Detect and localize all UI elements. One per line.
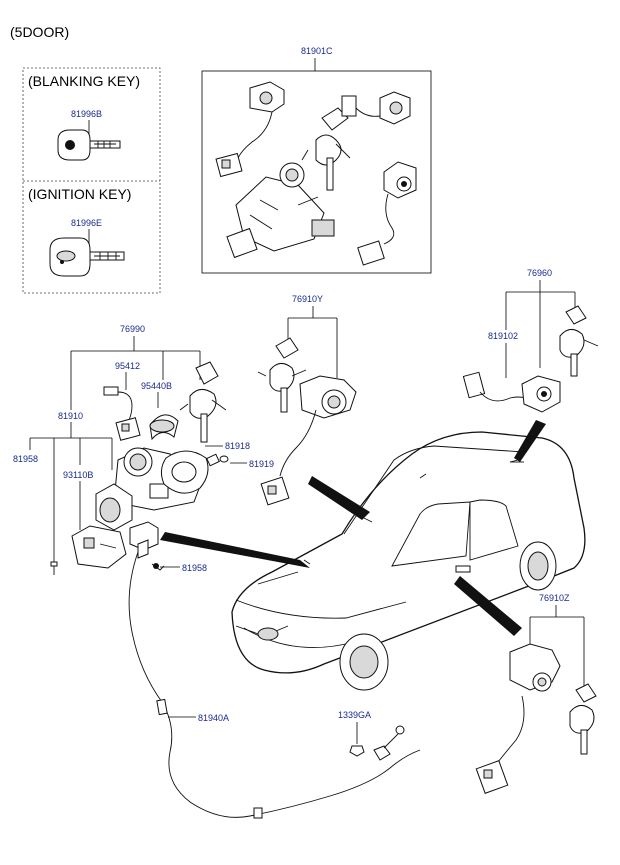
key-box-frame [22, 67, 161, 294]
cable-group: 81940A 1339GA [128, 551, 421, 819]
part-label-81958-b[interactable]: 81958 [182, 563, 207, 573]
part-label-81958-a[interactable]: 81958 [13, 454, 38, 464]
part-label-76990[interactable]: 76990 [120, 324, 145, 334]
ignition-switch-icon [71, 525, 127, 569]
ignition-keys-icon [179, 361, 227, 443]
nut-icon [349, 745, 365, 757]
lock-set-frame [201, 70, 432, 274]
ignition-key-label: (IGNITION KEY) [28, 186, 131, 202]
part-label-95440b[interactable]: 95440B [141, 381, 172, 391]
door-lock-right-icon [357, 161, 417, 266]
callout-pointer-tailgate [514, 420, 546, 462]
clamp-ring-icon [149, 414, 179, 441]
blanking-key-icon [57, 129, 121, 161]
front-door-cylinder-icon [260, 375, 357, 506]
part-label-819102[interactable]: 819102 [488, 331, 518, 341]
tailgate-key-icon [559, 305, 599, 377]
callout-pointer-front-door [308, 476, 370, 520]
rear-door-key-icon [569, 683, 597, 755]
callout-pointer-rear-door [454, 576, 522, 636]
part-label-81996b[interactable]: 81996B [71, 109, 102, 119]
diagram-title: (5DOOR) [10, 24, 69, 40]
key-sensor-bracket-icon [129, 521, 165, 571]
tailgate-cylinder-icon [462, 371, 561, 413]
part-label-81901c[interactable]: 81901C [301, 46, 333, 56]
part-label-81919[interactable]: 81919 [249, 459, 274, 469]
front-door-lock-group: 76910Y [257, 294, 370, 520]
illumination-ring-icon [160, 450, 209, 494]
tailgate-lock-icon [341, 91, 411, 125]
ignition-cylinder-icon [226, 162, 335, 259]
part-label-81918[interactable]: 81918 [225, 441, 250, 451]
callout-pointer-ignition [160, 532, 310, 568]
part-label-95412[interactable]: 95412 [115, 361, 140, 371]
lock-set-group: 81901C [201, 46, 432, 274]
part-label-1339ga[interactable]: 1339GA [338, 710, 371, 720]
part-label-76910y[interactable]: 76910Y [292, 294, 323, 304]
blanking-key-label: (BLANKING KEY) [28, 73, 140, 89]
key-pair-icon [301, 107, 351, 191]
car-body-icon [231, 431, 586, 691]
ignition-key-icon [49, 237, 125, 277]
screw-icon [50, 561, 58, 575]
part-label-81910[interactable]: 81910 [58, 411, 83, 421]
bulb-icon [206, 453, 229, 467]
ignition-wire-icon [103, 386, 141, 441]
tailgate-lock-group: 76960 819102 [462, 268, 599, 462]
part-label-76910z[interactable]: 76910Z [539, 593, 570, 603]
part-label-81996e[interactable]: 81996E [71, 218, 102, 228]
front-door-key-icon [257, 337, 307, 413]
part-label-76960[interactable]: 76960 [527, 268, 552, 278]
part-label-93110b[interactable]: 93110B [63, 470, 93, 480]
ignition-assembly-group: 76990 95412 95440B 81910 81958 93110B 81… [13, 324, 310, 575]
door-lock-cylinder-icon [215, 81, 285, 178]
part-label-81940a[interactable]: 81940A [198, 713, 229, 723]
key-group: (BLANKING KEY) 81996B (IGNITION KEY) 819… [22, 67, 161, 294]
rear-door-lock-group: 76910Z [475, 593, 597, 794]
rear-door-cylinder-icon [475, 643, 561, 794]
